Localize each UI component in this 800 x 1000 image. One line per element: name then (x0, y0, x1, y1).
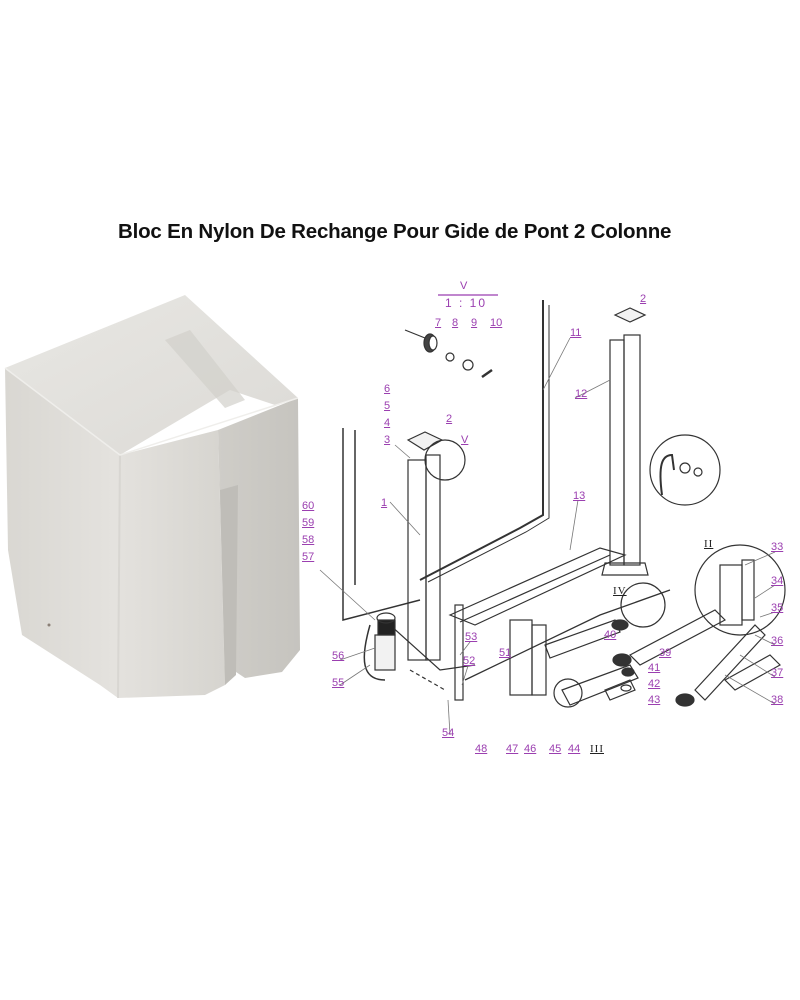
callout-38: 38 (771, 694, 784, 706)
callout-35: 35 (771, 602, 784, 614)
callout-12: 12 (575, 388, 588, 400)
callout-53: 53 (465, 631, 478, 643)
callout-8: 8 (452, 317, 459, 329)
callout-3: 3 (384, 434, 391, 446)
callout-48: 48 (475, 743, 488, 755)
callout-13: 13 (573, 490, 586, 502)
callout-57: 57 (302, 551, 315, 563)
callout-59: 59 (302, 517, 315, 529)
callout-6: 6 (384, 383, 391, 395)
callout-40: 40 (604, 629, 617, 641)
callout-4: 4 (384, 417, 391, 429)
detail-view-scale: 1 : 10 (445, 296, 488, 310)
callout-46: 46 (524, 743, 537, 755)
callout-36: 36 (771, 635, 784, 647)
callout-5: 5 (384, 400, 391, 412)
callout-2-top: 2 (640, 293, 647, 305)
detail-label-ii: II (704, 538, 714, 550)
callout-39: 39 (659, 647, 672, 659)
detail-label-iv: IV (613, 585, 627, 597)
callout-56: 56 (332, 650, 345, 662)
callout-9: 9 (471, 317, 478, 329)
callout-44: 44 (568, 743, 581, 755)
callout-10: 10 (490, 317, 503, 329)
callout-45: 45 (549, 743, 562, 755)
detail-label-v: V (461, 434, 469, 446)
callout-41: 41 (648, 662, 661, 674)
callout-55: 55 (332, 677, 345, 689)
callout-33: 33 (771, 541, 784, 553)
callout-47: 47 (506, 743, 519, 755)
nylon-block-photo (4, 295, 300, 699)
callout-54: 54 (442, 727, 455, 739)
callout-43: 43 (648, 694, 661, 706)
callout-42: 42 (648, 678, 661, 690)
product-title: Bloc En Nylon De Rechange Pour Gide de P… (118, 220, 672, 243)
callout-37: 37 (771, 667, 784, 679)
callout-11: 11 (570, 327, 582, 339)
detail-label-iii: III (590, 743, 604, 755)
lift-drawing (319, 294, 786, 736)
callout-51: 51 (499, 647, 512, 659)
callout-1: 1 (381, 497, 388, 509)
callout-2-left: 2 (446, 413, 453, 425)
callout-60: 60 (302, 500, 315, 512)
callout-58: 58 (302, 534, 315, 546)
callout-7: 7 (435, 317, 442, 329)
detail-view-label: V (460, 280, 468, 292)
callout-34: 34 (771, 575, 784, 587)
callout-52: 52 (463, 655, 476, 667)
parts-diagram: V 1 : 10 7 8 9 10 11 2 12 6 5 4 3 2 1 13… (300, 280, 800, 790)
